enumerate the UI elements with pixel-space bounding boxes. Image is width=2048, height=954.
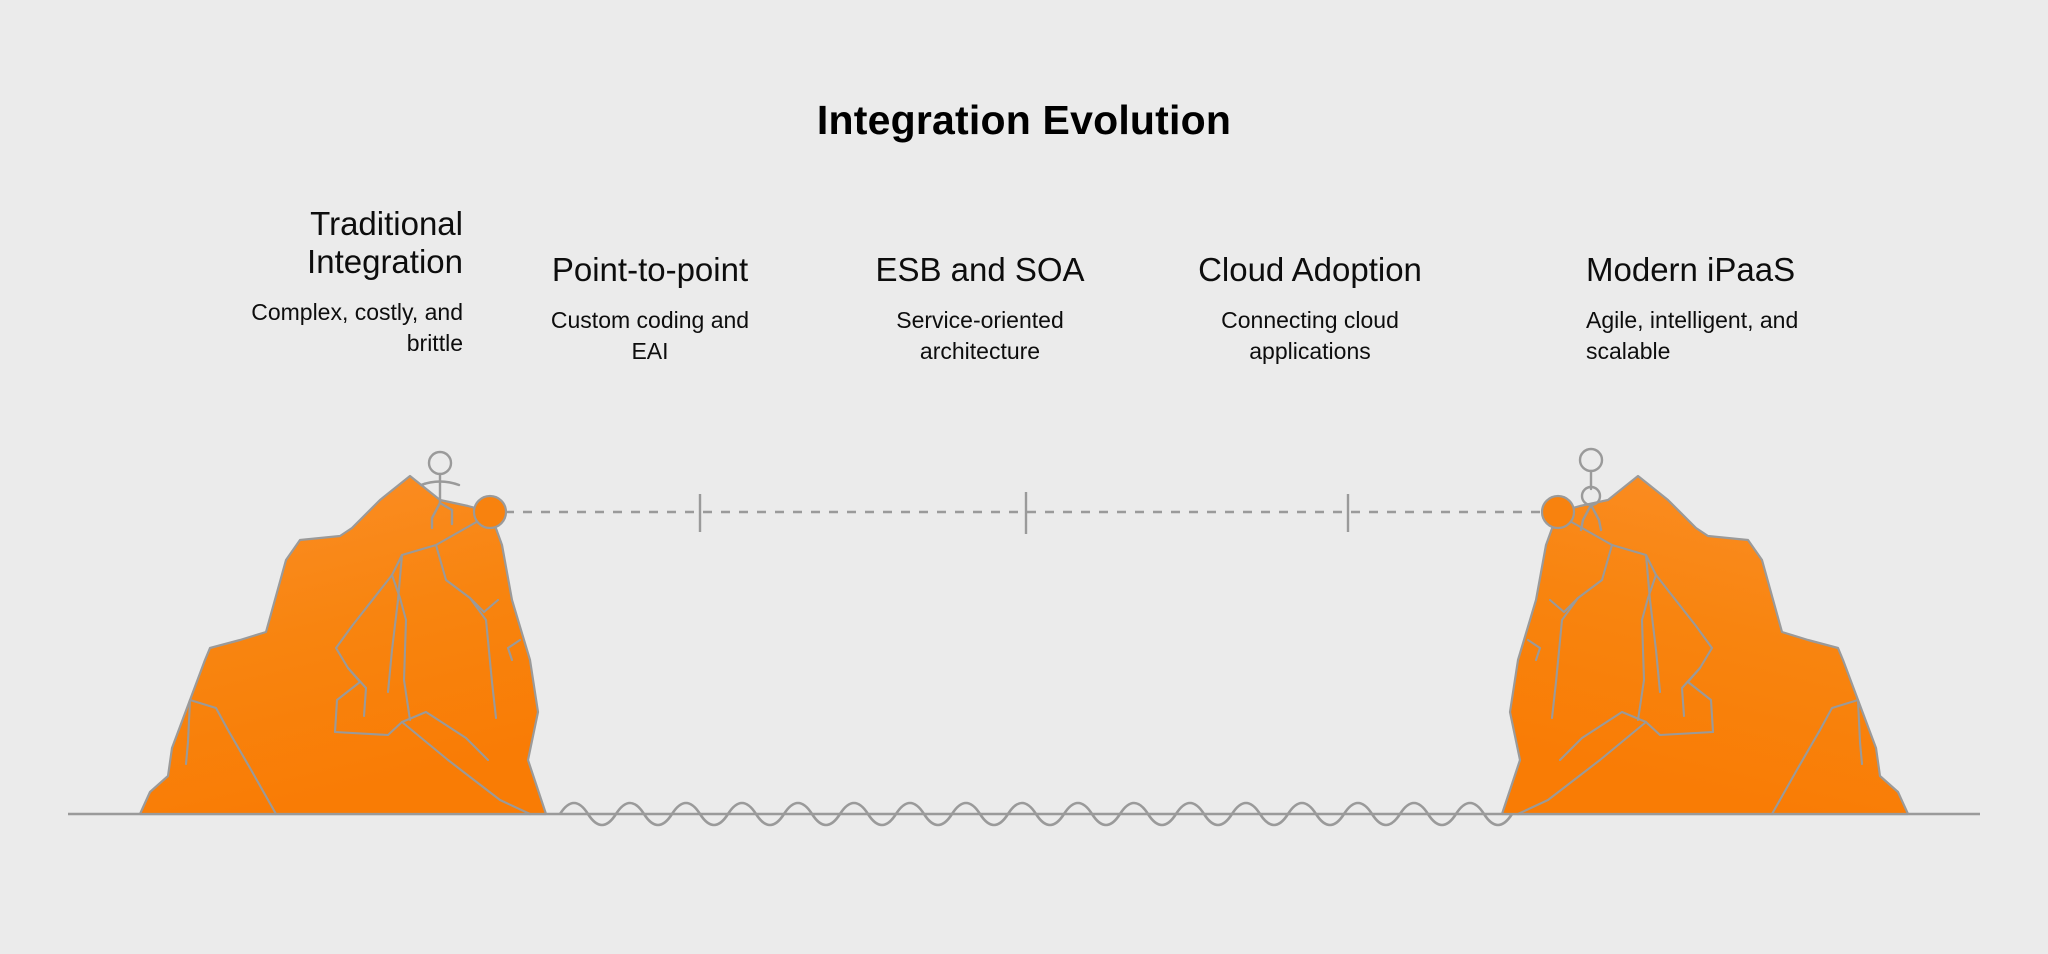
stage-title: Traditional Integration — [120, 205, 463, 280]
wavy-water-line — [558, 801, 1514, 827]
stage-subtitle-line-1: Custom coding and — [550, 306, 750, 333]
stage-subtitle-line-2: architecture — [919, 337, 1041, 364]
stage-title-line-2: Integration — [307, 242, 463, 280]
stage-label-row: Traditional Integration Complex, costly,… — [0, 205, 2048, 395]
stage-subtitle-line-2: brittle — [406, 330, 463, 357]
stage-title: Cloud Adoption — [1198, 251, 1422, 288]
stage-title: Modern iPaaS — [1586, 251, 1796, 288]
stage-point-to-point[interactable]: Point-to-point Custom coding and EAI — [500, 205, 800, 367]
stage-title: Point-to-point — [551, 251, 749, 288]
left-mountain — [138, 450, 548, 816]
stage-traditional-integration[interactable]: Traditional Integration Complex, costly,… — [120, 205, 463, 359]
left-mountain-cracks — [184, 514, 532, 816]
stage-subtitle-line-2: applications — [1249, 337, 1371, 364]
stage-subtitle-line-1: Connecting cloud — [1221, 306, 1399, 333]
left-climber-figure-icon — [419, 450, 461, 530]
stage-subtitle-line-1: Service-oriented — [896, 306, 1064, 333]
stage-subtitle-line-1: Complex, costly, and — [251, 299, 463, 326]
right-mountain-cracks — [1516, 514, 1864, 816]
stage-title-line-1: Traditional — [310, 205, 463, 242]
stage-subtitle-line-1: Agile, intelligent, and — [1586, 306, 1799, 333]
right-mountain — [1500, 447, 1910, 816]
stage-cloud-adoption[interactable]: Cloud Adoption Connecting cloud applicat… — [1160, 205, 1460, 367]
page-title: Integration Evolution — [816, 97, 1232, 143]
stage-subtitle: Service-oriented architecture — [830, 305, 1130, 367]
stage-esb-and-soa[interactable]: ESB and SOA Service-oriented architectur… — [830, 205, 1130, 367]
stage-modern-ipaas[interactable]: Modern iPaaS Agile, intelligent, and sca… — [1586, 205, 1926, 367]
left-mountain-body — [138, 474, 548, 816]
stage-subtitle: Complex, costly, and brittle — [120, 297, 463, 359]
stage-subtitle: Connecting cloud applications — [1160, 305, 1460, 367]
left-peak-marker-icon — [472, 494, 508, 530]
stage-subtitle-line-2: scalable — [1586, 337, 1671, 364]
right-climber-figure-icon — [1578, 447, 1604, 532]
stage-subtitle-line-2: EAI — [631, 337, 669, 364]
right-mountain-body — [1500, 474, 1910, 816]
stage-subtitle: Custom coding and EAI — [500, 305, 800, 367]
stage-subtitle: Agile, intelligent, and scalable — [1586, 305, 1926, 367]
stage-title: ESB and SOA — [875, 251, 1085, 288]
right-peak-marker-icon — [1540, 494, 1576, 530]
